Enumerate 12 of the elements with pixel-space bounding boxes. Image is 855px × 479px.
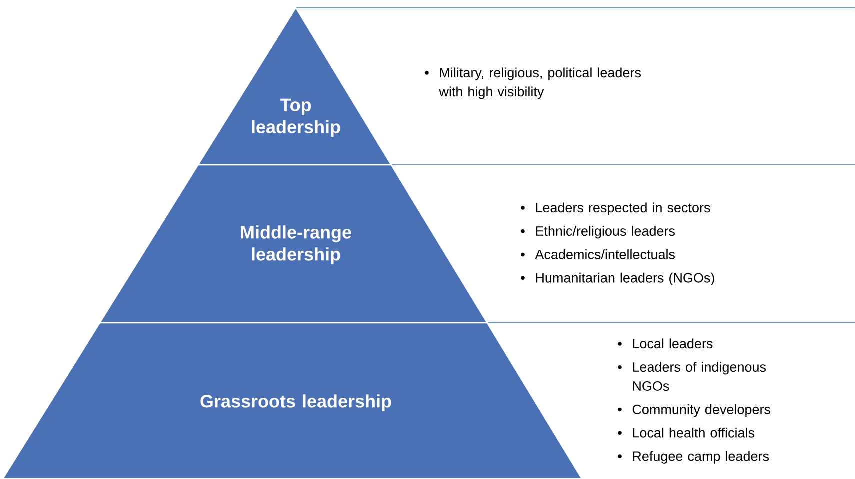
node-label: Academics/intellectuals — [535, 250, 675, 260]
node-label: Humanitarian leaders (NGOs) — [536, 272, 714, 286]
bullet-list: Military, religious, political leaders with high visibility — [425, 68, 641, 100]
node-label: Leaders respected in sectors — [536, 202, 710, 216]
node-label: Ethnic/religious leaders — [536, 226, 675, 239]
node-label: Local health officials — [633, 428, 755, 438]
bullet-list: Leaders respected in sectors Ethnic/religious leaders Academics/intellectuals Humanitarian leaders (NGOs) — [521, 202, 714, 286]
node-label: Local leaders — [633, 338, 713, 349]
bullet-list: Local leaders Leaders of indigenous NGOs Community developers Local health officials Refugee camp leaders — [618, 338, 770, 464]
node-label: Refugee camp leaders — [633, 451, 769, 464]
node-label: Community developers — [632, 404, 770, 418]
node-label: Leaders of indigenous NGOs — [633, 362, 766, 392]
